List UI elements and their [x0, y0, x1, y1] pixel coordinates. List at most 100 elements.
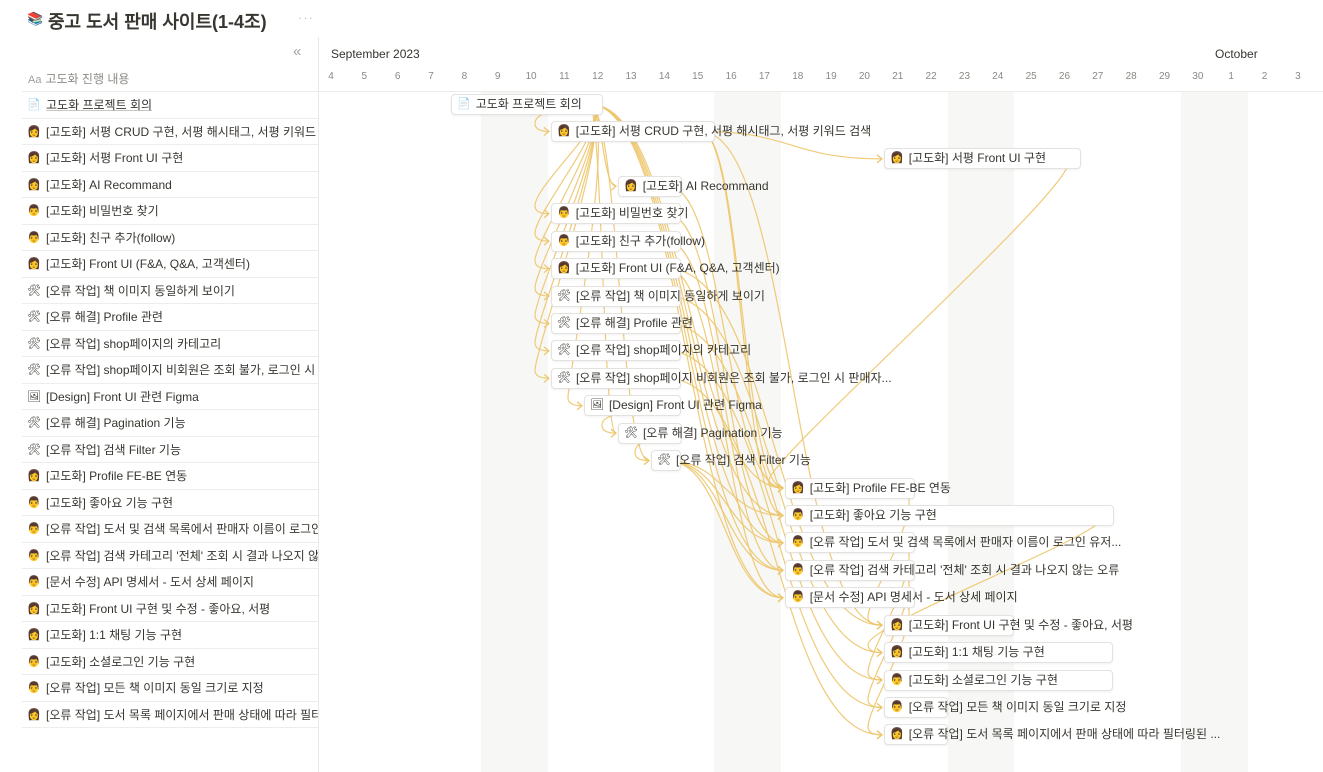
- timeline-bar[interactable]: [884, 696, 948, 718]
- timeline-bar-label[interactable]: 👩[고도화] 서평 Front UI 구현: [890, 148, 1046, 169]
- panel-divider[interactable]: [318, 37, 319, 772]
- timeline-bar[interactable]: [785, 504, 1114, 526]
- task-title[interactable]: [고도화] 서평 CRUD 구현, 서평 해시태그, 서평 키워드 검색: [46, 124, 319, 139]
- task-title[interactable]: [고도화] 좋아요 기능 구현: [46, 495, 174, 510]
- timeline-bar[interactable]: [551, 312, 681, 334]
- task-title[interactable]: [오류 작업] 검색 카테고리 '전체' 조회 시 결과 나오지 않는 오류: [46, 548, 319, 563]
- timeline-bar[interactable]: [551, 285, 681, 307]
- timeline-bar[interactable]: [551, 230, 681, 252]
- table-row[interactable]: 👩[고도화] AI Recommand: [22, 172, 319, 198]
- table-row[interactable]: 👩[고도화] Profile FE-BE 연동: [22, 463, 319, 490]
- table-row[interactable]: 👨[고도화] 좋아요 기능 구현: [22, 490, 319, 516]
- task-title[interactable]: [오류 해결] Pagination 기능: [46, 416, 186, 431]
- table-row[interactable]: 👨[오류 작업] 모든 책 이미지 동일 크기로 지정: [22, 675, 319, 702]
- timeline-bar-label[interactable]: 🛠[오류 해결] Profile 관련: [557, 313, 693, 334]
- timeline-bar-label[interactable]: 👨[고도화] 친구 추가(follow): [557, 231, 705, 252]
- table-row[interactable]: 👨[고도화] 소셜로그인 기능 구현: [22, 649, 319, 675]
- task-title[interactable]: [고도화] Front UI (F&A, Q&A, 고객센터): [46, 257, 250, 272]
- task-title[interactable]: [고도화] 1:1 채팅 기능 구현: [46, 628, 183, 643]
- task-title[interactable]: [오류 작업] shop페이지의 카테고리: [46, 336, 222, 351]
- timeline-bar[interactable]: [785, 587, 915, 609]
- table-row[interactable]: 👨[문서 수정] API 명세서 - 도서 상세 페이지: [22, 569, 319, 596]
- timeline-bar-label[interactable]: 🖼[Design] Front UI 관련 Figma: [590, 395, 762, 416]
- task-title[interactable]: [오류 해결] Profile 관련: [46, 310, 163, 325]
- timeline-bar-label[interactable]: 👨[고도화] 비밀번호 찾기: [557, 203, 688, 224]
- timeline-bar-label[interactable]: 👨[오류 작업] 도서 및 검색 목록에서 판매자 이름이 로그인 유저...: [791, 532, 1121, 553]
- timeline-bar[interactable]: [651, 450, 681, 472]
- task-title[interactable]: [문서 수정] API 명세서 - 도서 상세 페이지: [46, 575, 254, 590]
- task-title[interactable]: [오류 작업] 도서 목록 페이지에서 판매 상태에 따라 필터링된 도서 목록: [46, 707, 319, 722]
- table-row[interactable]: 👨[오류 작업] 검색 카테고리 '전체' 조회 시 결과 나오지 않는 오류: [22, 543, 319, 569]
- timeline-bar[interactable]: [551, 120, 715, 142]
- timeline-bar[interactable]: [884, 148, 1081, 170]
- table-row[interactable]: 👨[고도화] 비밀번호 찾기: [22, 198, 319, 225]
- timeline-bar-label[interactable]: 👩[고도화] AI Recommand: [624, 176, 769, 197]
- task-title[interactable]: [고도화] 서평 Front UI 구현: [46, 151, 184, 166]
- timeline-bar[interactable]: [785, 532, 915, 554]
- timeline-bar-label[interactable]: 🛠[오류 해결] Pagination 기능: [624, 423, 783, 444]
- timeline-bar-label[interactable]: 🛠[오류 작업] shop페이지 비회원은 조회 불가, 로그인 시 판매자..…: [557, 368, 892, 389]
- timeline-bar[interactable]: [551, 367, 681, 389]
- table-row[interactable]: 🛠[오류 해결] Profile 관련: [22, 304, 319, 331]
- task-title[interactable]: [오류 작업] 모든 책 이미지 동일 크기로 지정: [46, 681, 264, 696]
- task-title[interactable]: [오류 작업] 책 이미지 동일하게 보이기: [46, 283, 235, 298]
- timeline-bar-label[interactable]: 👩[오류 작업] 도서 목록 페이지에서 판매 상태에 따라 필터링된 ...: [890, 724, 1220, 745]
- timeline-bar-label[interactable]: 🛠[오류 작업] shop페이지의 카테고리: [557, 340, 751, 361]
- timeline-bar-label[interactable]: 👨[문서 수정] API 명세서 - 도서 상세 페이지: [791, 587, 1018, 608]
- table-row[interactable]: 🛠[오류 작업] shop페이지의 카테고리: [22, 331, 319, 357]
- timeline-bar[interactable]: [785, 477, 915, 499]
- timeline-bar[interactable]: [551, 203, 681, 225]
- table-row[interactable]: 🛠[오류 해결] Pagination 기능: [22, 410, 319, 437]
- timeline-bar[interactable]: [884, 614, 1014, 636]
- timeline-bar-label[interactable]: 👩[고도화] Front UI (F&A, Q&A, 고객센터): [557, 258, 780, 279]
- timeline-bar[interactable]: [584, 395, 681, 417]
- timeline-bar[interactable]: [551, 340, 681, 362]
- table-row[interactable]: 👩[오류 작업] 도서 목록 페이지에서 판매 상태에 따라 필터링된 도서 목…: [22, 702, 319, 728]
- task-title[interactable]: [고도화] 친구 추가(follow): [46, 230, 176, 245]
- table-row[interactable]: 🛠[오류 작업] 책 이미지 동일하게 보이기: [22, 278, 319, 304]
- timeline-bar-label[interactable]: 👨[오류 작업] 검색 카테고리 '전체' 조회 시 결과 나오지 않는 오류: [791, 560, 1119, 581]
- timeline-bar[interactable]: [551, 258, 681, 280]
- task-title[interactable]: [고도화] AI Recommand: [46, 177, 172, 192]
- timeline-bar[interactable]: [884, 669, 1113, 691]
- table-row[interactable]: 📄고도화 프로젝트 회의: [22, 92, 319, 119]
- task-title[interactable]: [오류 작업] shop페이지 비회원은 조회 불가, 로그인 시 판매자 유저…: [46, 363, 319, 378]
- collapse-table-button[interactable]: «: [293, 43, 302, 60]
- task-title[interactable]: [고도화] 비밀번호 찾기: [46, 204, 159, 219]
- task-title[interactable]: [고도화] Front UI 구현 및 수정 - 좋아요, 서평: [46, 601, 271, 616]
- table-row[interactable]: 🛠[오류 작업] 검색 Filter 기능: [22, 437, 319, 463]
- timeline-bar[interactable]: [785, 559, 915, 581]
- timeline-bar-label[interactable]: 👩[고도화] 서평 CRUD 구현, 서평 해시태그, 서평 키워드 검색: [557, 121, 871, 142]
- timeline-bar-label[interactable]: 👩[고도화] Front UI 구현 및 수정 - 좋아요, 서평: [890, 615, 1133, 636]
- table-row[interactable]: 🛠[오류 작업] shop페이지 비회원은 조회 불가, 로그인 시 판매자 유…: [22, 357, 319, 384]
- task-title[interactable]: 고도화 프로젝트 회의: [46, 98, 153, 113]
- table-row[interactable]: 👩[고도화] Front UI (F&A, Q&A, 고객센터): [22, 251, 319, 278]
- timeline-bar-label[interactable]: 👩[고도화] Profile FE-BE 연동: [791, 478, 951, 499]
- table-row[interactable]: 👩[고도화] 서평 Front UI 구현: [22, 145, 319, 172]
- timeline-bar[interactable]: [618, 422, 682, 444]
- timeline-bar-label[interactable]: 🛠[오류 작업] 책 이미지 동일하게 보이기: [557, 286, 765, 307]
- timeline-bar[interactable]: [618, 175, 682, 197]
- timeline-bar-label[interactable]: 👨[고도화] 좋아요 기능 구현: [791, 505, 937, 526]
- task-title[interactable]: [Design] Front UI 관련 Figma: [46, 389, 199, 404]
- timeline-bar-label[interactable]: 📄고도화 프로젝트 회의: [457, 94, 582, 115]
- task-title[interactable]: [고도화] 소셜로그인 기능 구현: [46, 654, 196, 669]
- timeline-bar-label[interactable]: 🛠[오류 작업] 검색 Filter 기능: [657, 450, 811, 471]
- table-row[interactable]: 👨[고도화] 친구 추가(follow): [22, 225, 319, 251]
- timeline-bar[interactable]: [884, 642, 1113, 664]
- table-row[interactable]: 👨[오류 작업] 도서 및 검색 목록에서 판매자 이름이 로그인 유저 이름으…: [22, 516, 319, 543]
- timeline-bar-label[interactable]: 👩[고도화] 1:1 채팅 기능 구현: [890, 642, 1045, 663]
- table-row[interactable]: 👩[고도화] 1:1 채팅 기능 구현: [22, 622, 319, 649]
- task-title[interactable]: [고도화] Profile FE-BE 연동: [46, 469, 188, 484]
- task-title[interactable]: [오류 작업] 검색 Filter 기능: [46, 442, 181, 457]
- table-row[interactable]: 👩[고도화] 서평 CRUD 구현, 서평 해시태그, 서평 키워드 검색: [22, 119, 319, 145]
- more-options-icon[interactable]: ···: [298, 10, 314, 25]
- timeline-bar-label[interactable]: 👨[오류 작업] 모든 책 이미지 동일 크기로 지정: [890, 697, 1126, 718]
- timeline-bar[interactable]: [451, 93, 603, 115]
- task-title[interactable]: [오류 작업] 도서 및 검색 목록에서 판매자 이름이 로그인 유저 이름으로…: [46, 522, 319, 537]
- table-row[interactable]: 🖼[Design] Front UI 관련 Figma: [22, 384, 319, 410]
- table-row[interactable]: 👩[고도화] Front UI 구현 및 수정 - 좋아요, 서평: [22, 596, 319, 622]
- timeline-bar[interactable]: [884, 724, 948, 746]
- timeline-bar-label[interactable]: 👨[고도화] 소셜로그인 기능 구현: [890, 670, 1058, 691]
